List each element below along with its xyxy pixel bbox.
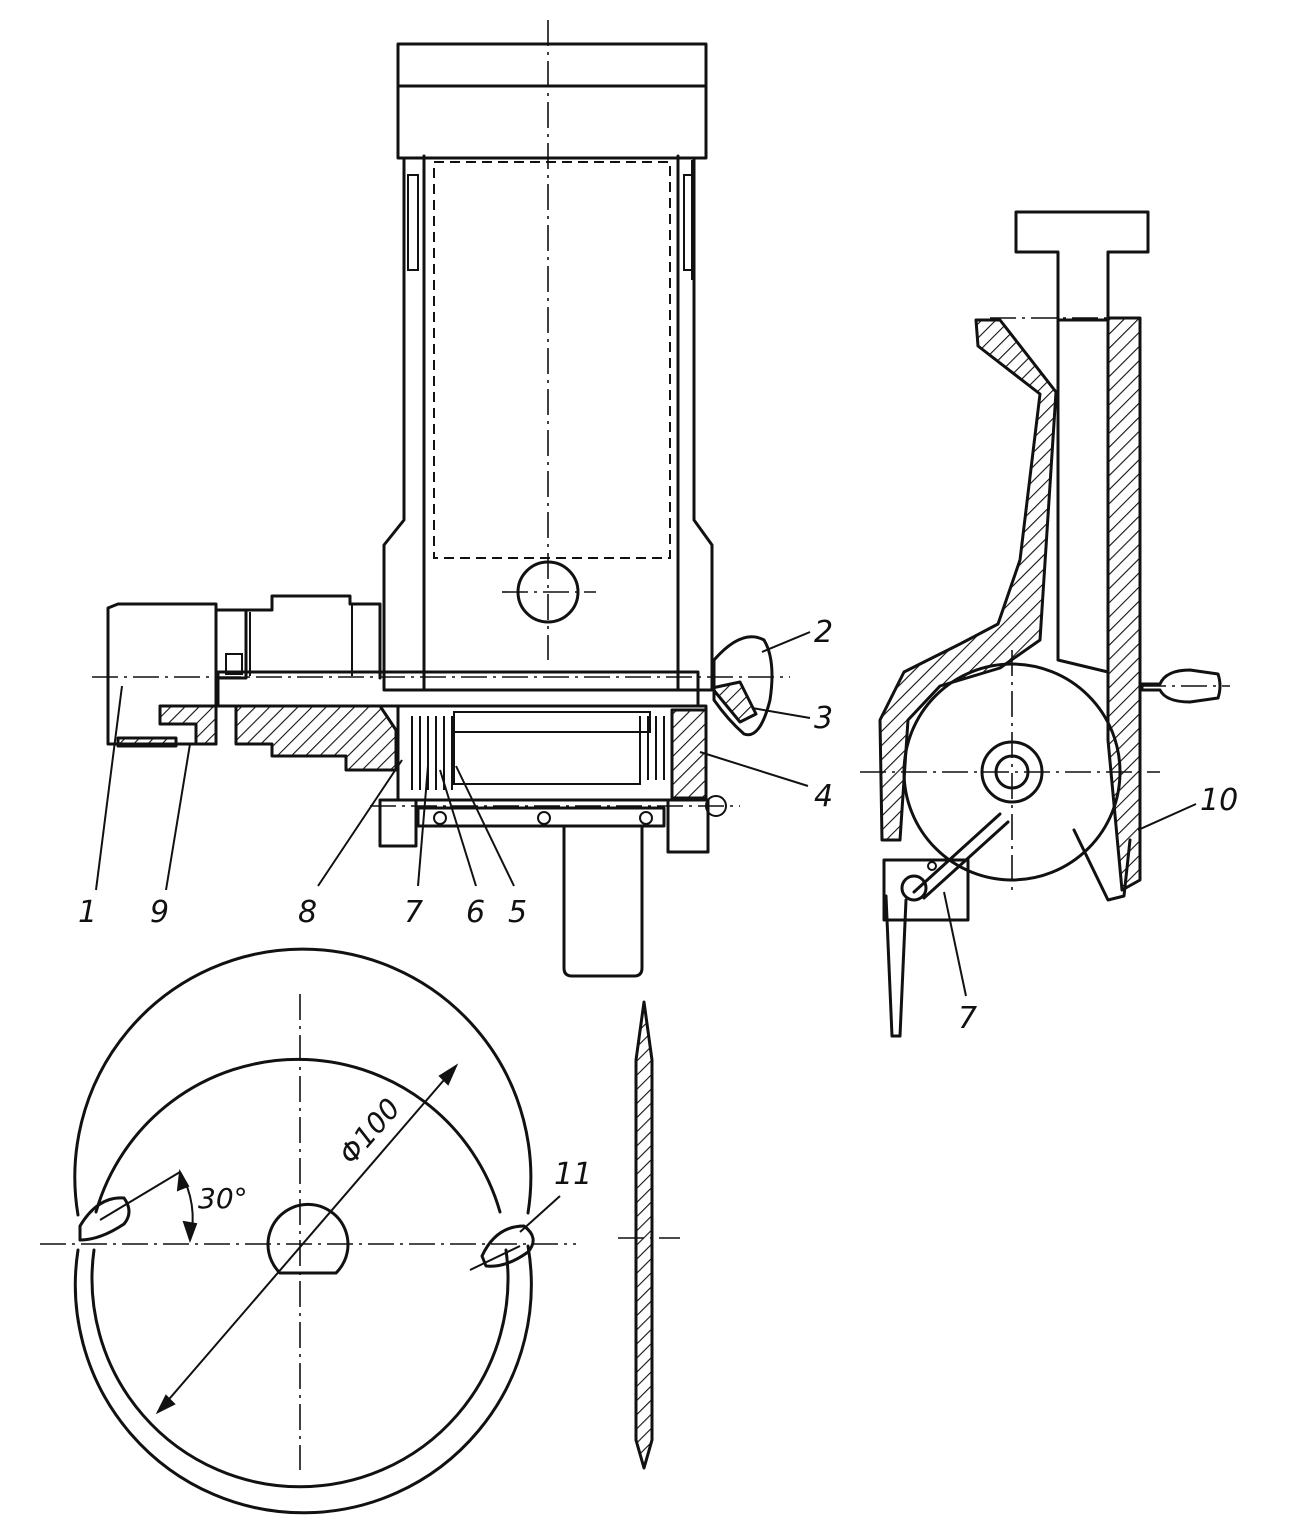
wall-section-10 <box>1106 316 1142 892</box>
leader-10 <box>1137 803 1197 831</box>
center-hole <box>266 1202 350 1275</box>
handle-stem <box>1056 318 1110 674</box>
leader-11b <box>469 1245 521 1271</box>
base-right-foot <box>666 798 710 854</box>
screw-3 <box>639 811 653 825</box>
dimension-diameter: Φ100 <box>332 1092 406 1171</box>
label-9: 9 <box>150 895 169 930</box>
label-6: 6 <box>466 895 485 930</box>
lever-arm <box>912 812 1002 894</box>
motor-end-cap <box>106 602 218 746</box>
pivot-stem <box>884 894 908 1038</box>
inner-cylinder-hidden <box>433 161 671 559</box>
knife-chamber-top <box>453 711 651 733</box>
label-7: 7 <box>404 895 423 930</box>
blade-front-view <box>40 947 576 1515</box>
top-cap <box>396 42 708 88</box>
screw-1 <box>433 811 447 825</box>
main-front-view <box>92 20 790 978</box>
label-4: 4 <box>814 779 833 814</box>
label-3: 3 <box>814 701 833 736</box>
blade-inner-bottom <box>90 1248 510 1489</box>
flange-section-9 <box>158 704 218 746</box>
leader-lines <box>95 631 1197 997</box>
label-8: 8 <box>298 895 317 930</box>
motor-body <box>244 594 382 680</box>
blade-outer-top <box>73 947 533 1217</box>
pivot-pin <box>900 874 928 902</box>
end-cap-section <box>116 736 178 748</box>
housing-outline <box>382 156 714 692</box>
screw-2 <box>537 811 551 825</box>
pivot-block <box>882 858 970 922</box>
guide-blade <box>562 824 644 978</box>
guard-arm-section <box>878 318 1058 842</box>
angle-arrow-top <box>176 1168 190 1192</box>
label-10: 10 <box>1200 783 1238 818</box>
base-left-foot <box>378 798 418 848</box>
leader-5 <box>455 765 515 887</box>
motor-flange <box>214 608 248 680</box>
knob-section-3 <box>710 680 758 724</box>
leader-8 <box>317 759 403 887</box>
housing-section <box>234 704 398 772</box>
springs <box>411 716 665 790</box>
blade-inner-top <box>94 1057 502 1214</box>
label-2: 2 <box>814 615 833 650</box>
motor-key <box>225 653 243 675</box>
notch-left <box>78 1196 131 1242</box>
label-1: 1 <box>78 895 97 930</box>
label-7b: 7 <box>958 1001 977 1036</box>
blade-outer-bottom <box>73 1244 533 1515</box>
arrow-top <box>438 1063 459 1086</box>
top-cap-lower <box>396 84 708 160</box>
angle-arrow-bottom <box>182 1220 198 1243</box>
leader-7b <box>943 891 967 997</box>
base-plate <box>416 806 666 828</box>
t-handle <box>1014 210 1150 322</box>
blade-edge-view <box>618 1000 680 1470</box>
label-5: 5 <box>508 895 527 930</box>
leader-9 <box>165 743 191 891</box>
knife-chamber <box>453 731 641 785</box>
diameter-line <box>157 1065 457 1413</box>
leader-11 <box>519 1195 561 1233</box>
notch-right-11 <box>480 1224 535 1268</box>
arrow-bottom <box>155 1394 176 1415</box>
leader-6 <box>439 769 477 887</box>
blade-edge-section <box>634 1000 654 1470</box>
pivot-hole <box>927 861 937 871</box>
dimension-angle: 30° <box>198 1182 248 1215</box>
side-section-view <box>860 210 1230 1038</box>
housing-wall-4 <box>670 708 708 800</box>
side-bolt <box>705 795 727 817</box>
angle-leg <box>99 1171 181 1221</box>
leader-4 <box>699 751 809 787</box>
leader-7 <box>417 765 429 887</box>
side-knob <box>1140 668 1222 704</box>
label-11: 11 <box>554 1157 592 1192</box>
leader-2 <box>761 631 811 653</box>
left-slot <box>407 174 419 271</box>
right-slot <box>683 174 695 271</box>
leader-3 <box>751 707 811 719</box>
leader-1 <box>95 685 123 891</box>
knife-tip <box>1072 828 1132 902</box>
knob-2 <box>712 635 774 737</box>
